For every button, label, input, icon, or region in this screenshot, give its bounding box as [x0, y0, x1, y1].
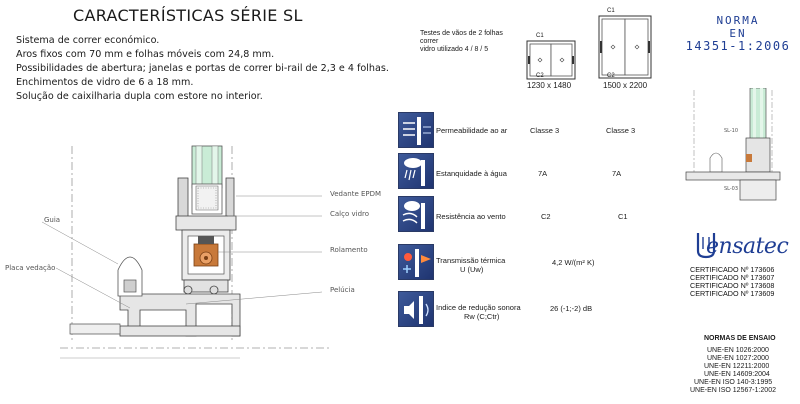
- test-standard-item: UNE-EN ISO 140-3:1995: [694, 379, 773, 386]
- performance-label: Indice de redução sonora: [436, 303, 521, 312]
- large-window-diagram: [598, 15, 652, 79]
- test-standard-item: UNE-EN 1027:2000: [707, 355, 769, 362]
- test-text-line: correr: [420, 38, 439, 45]
- profile-label-bottom: SL-03: [724, 186, 739, 192]
- test-standard-item: UNE-EN 12211:2000: [704, 363, 770, 370]
- wind-resistance-icon: [398, 196, 434, 232]
- large-window-top-label: C1: [607, 8, 615, 14]
- performance-value-small: 26 (-1;-2) dB: [550, 304, 593, 313]
- performance-label: Transmissão térmica: [436, 256, 506, 265]
- performance-value-small: C2: [541, 212, 551, 221]
- small-window-diagram: [526, 40, 576, 80]
- norma-heading: NORMA EN 14351-1:2006: [676, 14, 800, 53]
- callout-placa-vedacao: Placa vedação: [5, 264, 56, 272]
- test-text-line: vidro utilizado 4 / 8 / 5: [420, 46, 489, 53]
- certificate-item: CERTIFICADO Nº 173606: [690, 265, 775, 274]
- certifier-logo-text: ensatec: [706, 234, 789, 259]
- large-window-dims: 1500 x 2200: [603, 81, 648, 90]
- test-text-line: Testes de vãos de 2 folhas: [420, 30, 503, 37]
- test-standard-item: UNE-EN ISO 12567-1:2002: [690, 387, 776, 394]
- performance-label: Estanquidade à água: [436, 169, 507, 178]
- certificate-item: CERTIFICADO Nº 173607: [690, 273, 775, 282]
- callout-rolamento: Rolamento: [330, 246, 368, 254]
- callout-guia: Guia: [44, 216, 61, 224]
- callout-pelucia: Pelúcia: [330, 286, 355, 294]
- performance-value-large: C1: [618, 212, 628, 221]
- performance-label: Permeabilidade ao ar: [436, 126, 508, 135]
- large-window-bottom-label: C2: [607, 73, 615, 79]
- norma-line: EN: [729, 27, 747, 40]
- thermal-transmission-icon: [398, 244, 434, 280]
- small-window-top-label: C1: [536, 33, 544, 39]
- feature-item: Solução de caixilharia dupla com estore …: [16, 91, 263, 102]
- feature-item: Possibilidades de abertura; janelas e po…: [16, 63, 389, 74]
- norma-code: 14351-1:2006: [685, 39, 791, 53]
- feature-item: Enchimentos de vidro de 6 a 18 mm.: [16, 77, 194, 88]
- performance-sublabel: U (Uw): [460, 265, 484, 274]
- performance-sublabel: Rw (C;Ctr): [464, 312, 500, 321]
- callout-vedante: Vedante EPDM: [330, 190, 382, 198]
- performance-row-water: Estanquidade à água 7A 7A: [398, 153, 668, 193]
- performance-value-large: Classe 3: [606, 126, 636, 135]
- performance-value-large: 7A: [612, 169, 622, 178]
- callout-calco: Calço vidro: [330, 210, 370, 218]
- test-standard-item: UNE-EN 14609:2004: [704, 371, 770, 378]
- water-tightness-icon: [398, 153, 434, 189]
- small-window-dims: 1230 x 1480: [527, 81, 572, 90]
- certificate-item: CERTIFICADO Nº 173609: [690, 289, 775, 298]
- test-description: Testes de vãos de 2 folhas correr vidro …: [420, 30, 520, 54]
- feature-item: Aros fixos com 70 mm e folhas móveis com…: [16, 49, 275, 60]
- performance-value-small: 4,2 W/(m² K): [552, 258, 595, 267]
- certificate-list: CERTIFICADO Nº 173606 CERTIFICADO Nº 173…: [690, 266, 774, 298]
- performance-value-small: 7A: [538, 169, 548, 178]
- test-standards-title: NORMAS DE ENSAIO: [704, 335, 776, 342]
- profile-section-drawing: [41, 145, 330, 359]
- performance-value-small: Classe 3: [530, 126, 560, 135]
- certificate-item: CERTIFICADO Nº 173608: [690, 281, 775, 290]
- test-standard-item: UNE-EN 1026:2000: [707, 347, 769, 354]
- air-permeability-icon: [398, 112, 434, 148]
- performance-label: Resistência ao vento: [436, 212, 506, 221]
- norma-line: NORMA: [716, 14, 760, 27]
- profile-label-top: SL-10: [724, 128, 739, 134]
- small-window-bottom-label: C2: [536, 73, 544, 79]
- feature-item: Sistema de correr económico.: [16, 35, 160, 46]
- performance-row-wind: Resistência ao vento C2 C1: [398, 196, 668, 236]
- sound-reduction-icon: [398, 291, 434, 327]
- performance-row-air: Permeabilidade ao ar Classe 3 Classe 3: [398, 112, 668, 152]
- certifier-logo-mark-icon: [696, 233, 716, 259]
- performance-row-thermal: Transmissão térmica U (Uw) 4,2 W/(m² K): [398, 244, 668, 284]
- page-title: CARACTERÍSTICAS SÉRIE SL: [73, 6, 303, 25]
- profile-elevation-drawing: [685, 88, 781, 201]
- feature-list: Sistema de correr económico. Aros fixos …: [16, 34, 389, 104]
- certifier-logo: ensatec: [694, 229, 794, 261]
- performance-row-sound: Indice de redução sonora Rw (C;Ctr) 26 (…: [398, 291, 668, 331]
